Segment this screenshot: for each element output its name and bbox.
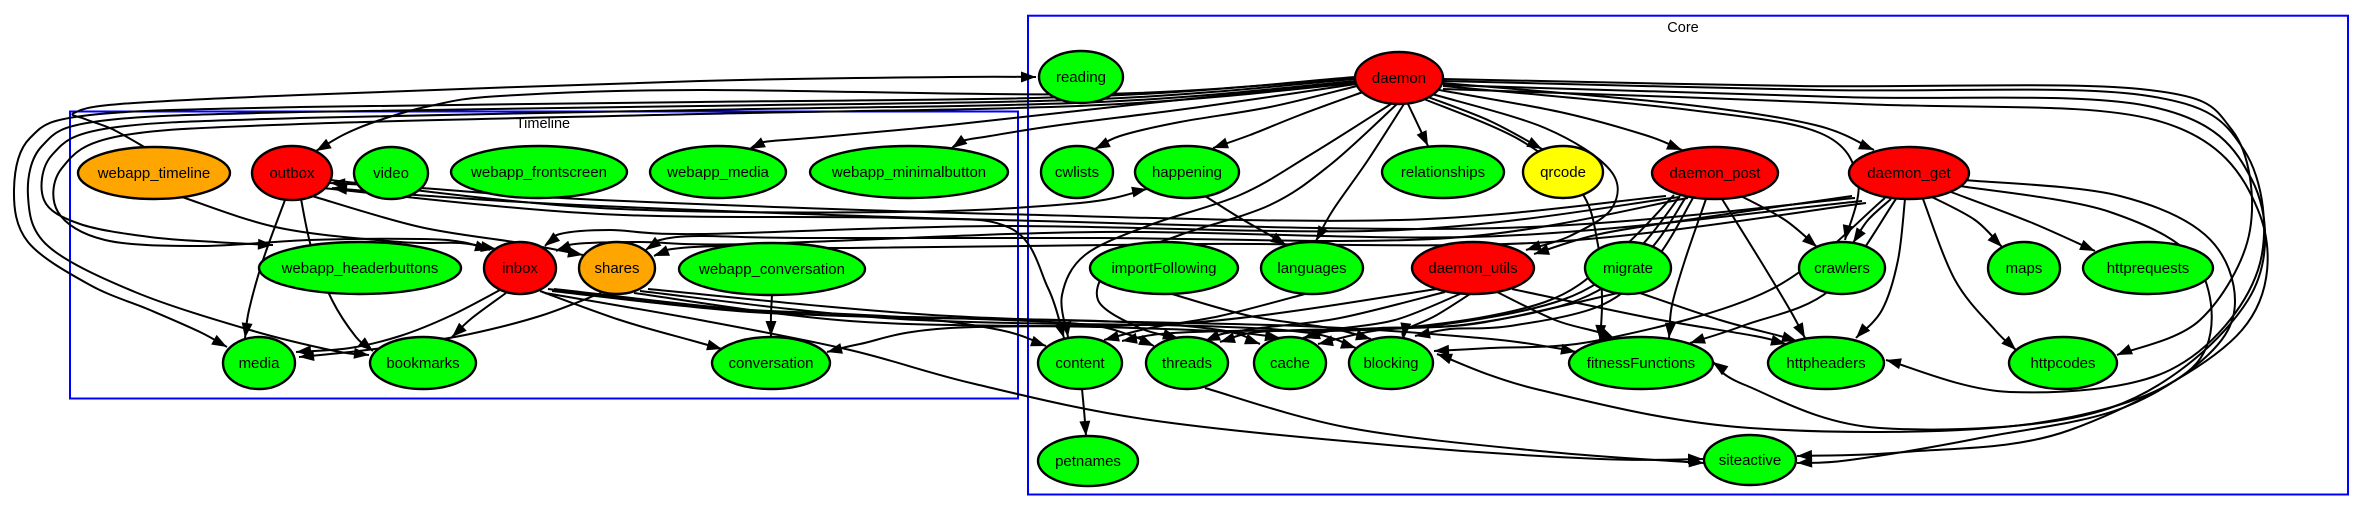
- svg-text:languages: languages: [1277, 260, 1346, 277]
- svg-text:webapp_headerbuttons: webapp_headerbuttons: [281, 260, 439, 277]
- svg-text:cwlists: cwlists: [1055, 164, 1099, 181]
- svg-text:daemon: daemon: [1372, 70, 1426, 87]
- svg-text:threads: threads: [1162, 355, 1212, 372]
- svg-text:webapp_minimalbutton: webapp_minimalbutton: [831, 164, 986, 181]
- svg-text:maps: maps: [2006, 260, 2043, 277]
- svg-text:outbox: outbox: [269, 165, 315, 182]
- svg-text:media: media: [239, 355, 281, 372]
- svg-text:httprequests: httprequests: [2107, 260, 2190, 277]
- svg-text:siteactive: siteactive: [1719, 452, 1782, 469]
- svg-text:daemon_get: daemon_get: [1867, 165, 1951, 182]
- svg-text:cache: cache: [1270, 355, 1310, 372]
- svg-text:migrate: migrate: [1603, 260, 1653, 277]
- svg-text:daemon_post: daemon_post: [1670, 165, 1762, 182]
- svg-text:petnames: petnames: [1055, 453, 1121, 470]
- svg-text:webapp_media: webapp_media: [666, 164, 769, 181]
- svg-text:webapp_timeline: webapp_timeline: [97, 165, 211, 182]
- svg-text:video: video: [373, 165, 409, 182]
- svg-text:webapp_conversation: webapp_conversation: [698, 261, 845, 278]
- svg-text:reading: reading: [1056, 69, 1106, 86]
- svg-text:blocking: blocking: [1363, 355, 1418, 372]
- svg-text:daemon_utils: daemon_utils: [1428, 260, 1517, 277]
- svg-text:Core: Core: [1667, 20, 1698, 36]
- svg-text:Timeline: Timeline: [516, 116, 570, 132]
- svg-text:httpheaders: httpheaders: [1786, 355, 1865, 372]
- svg-text:inbox: inbox: [502, 260, 538, 277]
- svg-text:content: content: [1055, 355, 1105, 372]
- svg-text:webapp_frontscreen: webapp_frontscreen: [470, 164, 607, 181]
- svg-text:bookmarks: bookmarks: [386, 355, 459, 372]
- svg-text:crawlers: crawlers: [1814, 260, 1870, 277]
- svg-text:httpcodes: httpcodes: [2030, 355, 2095, 372]
- svg-text:happening: happening: [1152, 164, 1222, 181]
- svg-text:conversation: conversation: [728, 355, 813, 372]
- svg-text:qrcode: qrcode: [1540, 164, 1586, 181]
- svg-text:shares: shares: [594, 260, 639, 277]
- svg-text:importFollowing: importFollowing: [1111, 260, 1216, 277]
- svg-text:relationships: relationships: [1401, 164, 1485, 181]
- svg-text:fitnessFunctions: fitnessFunctions: [1587, 355, 1695, 372]
